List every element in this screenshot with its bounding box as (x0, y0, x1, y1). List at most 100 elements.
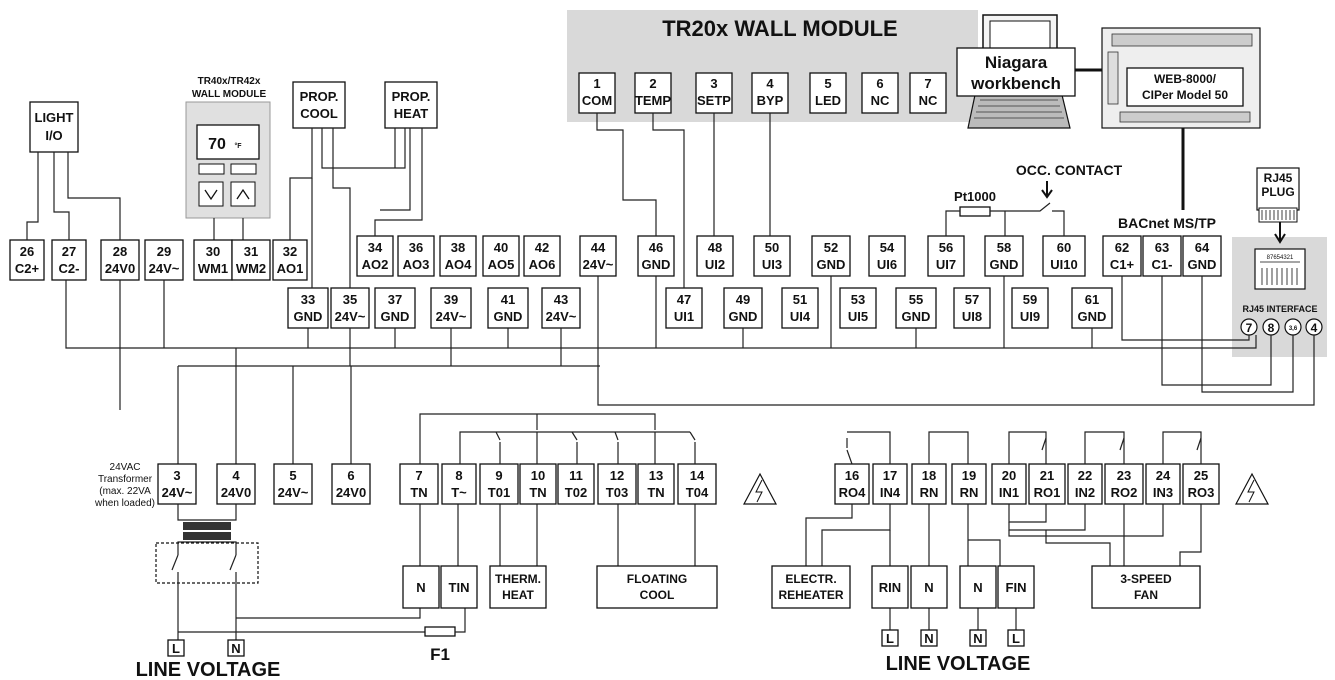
arrow-down-icon (1274, 222, 1286, 244)
line-mark (969, 629, 987, 647)
terminal-number: 48 (708, 240, 722, 255)
terminal-number: 12 (610, 468, 624, 483)
terminal-number: 50 (765, 240, 779, 255)
terminal-label: C2+ (15, 261, 40, 276)
terminal-number: 34 (368, 240, 383, 255)
terminal-label: C1+ (1110, 257, 1135, 272)
terminal-label: C2- (59, 261, 80, 276)
load-therm-heat (489, 565, 547, 609)
terminal-label: 24V0 (221, 485, 251, 500)
terminal-number: 7 (415, 468, 422, 483)
terminal-label: RO3 (1188, 485, 1215, 500)
load-tin-label: TIN (449, 580, 470, 595)
line-voltage-right: LINE VOLTAGE (886, 653, 1031, 675)
terminal-label: 24V0 (336, 485, 366, 500)
line-mark (881, 629, 899, 647)
terminal-label: RO2 (1111, 485, 1138, 500)
triac-terminal: 8T~ (441, 463, 477, 505)
chevron-up-icon (236, 188, 250, 200)
terminal-number: 35 (343, 292, 357, 307)
niagara-label: workbench (970, 74, 1061, 93)
rj45-interface-label: RJ45 INTERFACE (1242, 304, 1317, 314)
svg-text:4: 4 (1311, 321, 1318, 335)
tr40-title: TR40x/TR42x (198, 76, 261, 87)
terminal-label: GND (1078, 309, 1107, 324)
terminal-label: GND (642, 257, 671, 272)
terminal-label: UI3 (762, 257, 782, 272)
wall-terminal: 3 SETP (695, 72, 733, 114)
terminal-label: T01 (488, 485, 510, 500)
disconnect-switch (155, 542, 259, 640)
terminal-number: 8 (455, 468, 462, 483)
terminal-number: 62 (1115, 240, 1129, 255)
terminal-label: LED (815, 93, 841, 108)
terminal-number: 57 (965, 292, 979, 307)
line-mark-n: N (973, 631, 982, 646)
terminal-label: TN (647, 485, 664, 500)
terminal-label: SETP (697, 93, 731, 108)
terminal-label: GND (494, 309, 523, 324)
terminal-label: GND (990, 257, 1019, 272)
triac-wiring (419, 413, 696, 566)
terminal-number: 21 (1040, 468, 1054, 483)
terminal-number: 22 (1078, 468, 1092, 483)
terminal-label: UI6 (877, 257, 897, 272)
load-fin (997, 565, 1035, 609)
terminal-label: 24V~ (436, 309, 467, 324)
terminal-number: 44 (591, 240, 606, 255)
line-mark-l: L (1012, 631, 1020, 646)
load-rin (871, 565, 909, 609)
terminal-label: AO2 (362, 257, 389, 272)
terminal-number: 32 (283, 244, 297, 259)
warning-icon (743, 472, 777, 505)
terminal-label: AO6 (529, 257, 556, 272)
svg-text:7: 7 (1246, 321, 1253, 335)
load-rin-label: RIN (879, 580, 901, 595)
load-n-label: N (973, 580, 982, 595)
terminal-label: UI2 (705, 257, 725, 272)
rj45-pin: 3,6 (1284, 318, 1302, 336)
terminal-number: 42 (535, 240, 549, 255)
wall-terminal: 6 NC (861, 72, 899, 114)
transformer-label: (max. 22VA (99, 486, 151, 497)
terminal-label: UI8 (962, 309, 982, 324)
pt1000-label: Pt1000 (954, 189, 996, 204)
prop-cool-label: COOL (300, 106, 338, 121)
load-floating-cool (596, 565, 718, 609)
terminal-number: 33 (301, 292, 315, 307)
terminal-label: UI10 (1050, 257, 1077, 272)
terminal-number: 49 (736, 292, 750, 307)
prop-heat-box (384, 81, 438, 129)
load-fan-label: FAN (1134, 588, 1158, 602)
light-box (29, 101, 79, 153)
prop-heat-label: HEAT (394, 106, 428, 121)
terminal-label: IN4 (880, 485, 901, 500)
terminal-label: RO1 (1034, 485, 1061, 500)
terminal-number: 9 (495, 468, 502, 483)
terminal-label: GND (817, 257, 846, 272)
line-mark-l: L (886, 631, 894, 646)
terminal-label: IN2 (1075, 485, 1095, 500)
terminal-label: T04 (686, 485, 709, 500)
terminal-number: 63 (1155, 240, 1169, 255)
terminal-number: 3 (710, 76, 717, 91)
